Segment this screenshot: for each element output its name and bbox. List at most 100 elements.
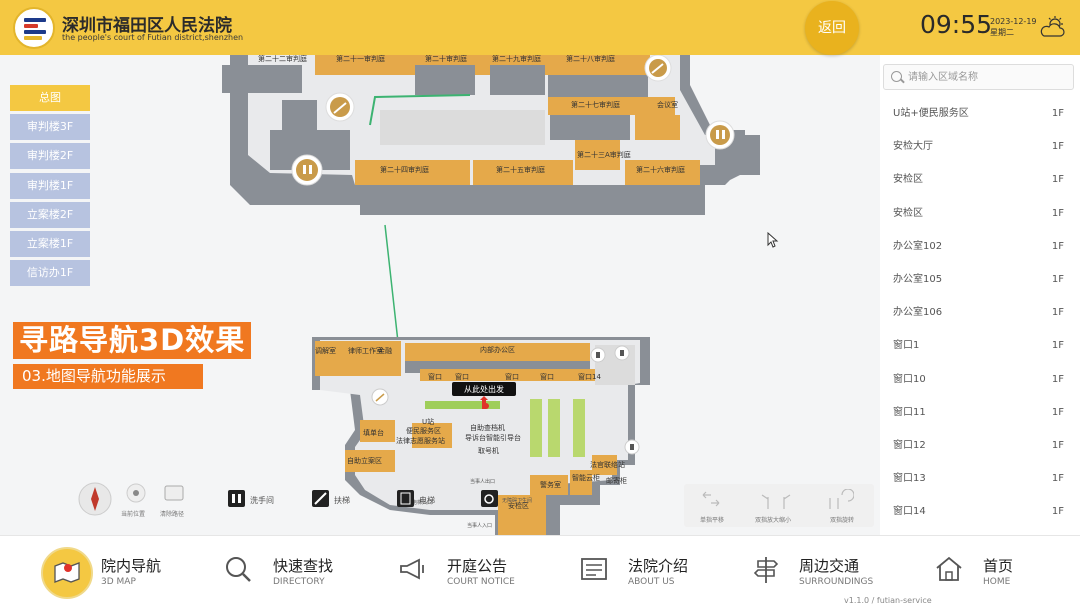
nav-subtitle: HOME	[983, 577, 1011, 587]
nav-surroundings[interactable]: 周边交通 SURROUNDINGS	[750, 536, 890, 608]
nav-about-us[interactable]: 法院介绍 ABOUT US	[578, 536, 708, 608]
nav-title: 开庭公告	[447, 557, 508, 575]
home-icon	[936, 556, 962, 581]
nav-title: 快速查找	[273, 557, 334, 575]
nav-3d-map[interactable]: 院内导航 3D MAP	[40, 536, 180, 608]
restroom-pin[interactable]	[590, 347, 606, 363]
entrance-label: 当事人入口	[467, 522, 492, 529]
nav-subtitle: ABOUT US	[628, 577, 675, 587]
nav-subtitle: DIRECTORY	[273, 577, 325, 587]
room-label: U站	[422, 417, 434, 426]
zoom-label: 双指放大缩小	[755, 517, 792, 524]
room-label: 金融	[378, 346, 392, 355]
nav-title: 周边交通	[799, 557, 860, 575]
lower-room-labels: 调解室 律师工作室 金融 内部办公区 窗口 窗口 窗口 窗口 窗口14 U站 便…	[315, 345, 627, 510]
accessible-restroom-label: 无障碍卫生间	[502, 497, 532, 504]
search-icon	[226, 557, 251, 582]
court-name: 深圳市福田区人民法院	[62, 16, 232, 36]
locate-label: 当前位置	[121, 511, 146, 518]
room-label: 自助立案区	[347, 456, 382, 465]
back-button[interactable]: 返回	[805, 1, 859, 55]
search-icon	[891, 71, 902, 82]
nav-home[interactable]: 首页 HOME	[933, 536, 1033, 608]
escalator-legend-icon	[312, 490, 329, 507]
room-label: 窗口14	[578, 372, 601, 381]
search-box[interactable]	[883, 64, 1074, 90]
start-marker[interactable]: 从此处出发	[452, 382, 516, 409]
room-label: 第二十九审判庭	[492, 55, 541, 63]
start-label: 从此处出发	[464, 384, 504, 394]
floor-item-overview[interactable]: 总图	[10, 85, 90, 111]
room-label: 第二十四审判庭	[380, 165, 429, 174]
nav-title: 院内导航	[101, 557, 162, 575]
escalator-pin[interactable]	[371, 388, 389, 406]
locate-button[interactable]	[126, 483, 146, 503]
restroom-legend-label: 洗手间	[250, 496, 274, 505]
room-label: 内部办公区	[480, 345, 515, 354]
nav-subtitle: 3D MAP	[101, 577, 136, 587]
floor-item-trial-2f[interactable]: 审判楼2F	[10, 143, 90, 170]
entrance-labels: 当事人出口 当事人入口 无障碍卫生间 电梯入口	[412, 478, 532, 529]
search-input[interactable]	[908, 68, 1068, 86]
elevator-legend-icon	[397, 490, 414, 507]
floor-item-petition-1f[interactable]: 信访办1F	[10, 260, 90, 287]
floor-map-3d[interactable]: 第二十二审判庭 第二十一审判庭 第二十审判庭 第二十九审判庭 第二十八审判庭 第…	[0, 55, 880, 535]
rotate-label: 双指旋转	[830, 517, 855, 524]
room-label: 调解室	[315, 346, 336, 355]
room-label: 窗口	[455, 372, 469, 381]
route-line-upper	[369, 94, 471, 126]
floor-item-trial-3f[interactable]: 审判楼3F	[10, 114, 90, 141]
floor-item-filing-2f[interactable]: 立案楼2F	[10, 201, 90, 228]
room-label: 第二十五审判庭	[496, 165, 545, 174]
room-label: 窗口	[428, 372, 442, 381]
room-label: 法律志愿服务站	[396, 436, 445, 445]
nav-court-notice[interactable]: 开庭公告 COURT NOTICE	[396, 536, 536, 608]
date: 2023-12-19	[990, 17, 1037, 26]
clear-path-button[interactable]	[164, 485, 184, 501]
elevator-entrance-label: 电梯入口	[412, 499, 432, 506]
room-label: 法官联络站	[590, 460, 625, 469]
date-block: 2023-12-19 星期二	[990, 16, 1037, 38]
room-label: 窗口	[505, 372, 519, 381]
floor-item-filing-1f[interactable]: 立案楼1F	[10, 230, 90, 257]
gesture-hints: 单指平移 双指放大缩小 双指旋转	[684, 484, 874, 527]
pan-label: 单指平移	[700, 517, 725, 524]
room-label: 第二十一审判庭	[336, 55, 385, 63]
clear-path-label: 清除路径	[160, 511, 185, 518]
compass-icon[interactable]	[78, 482, 112, 516]
escalator-pin[interactable]	[644, 55, 672, 82]
single-finger-pan-icon	[702, 491, 720, 507]
restroom-pin[interactable]	[624, 439, 640, 455]
rotate-icon	[829, 489, 854, 509]
nav-subtitle: SURROUNDINGS	[799, 577, 874, 587]
restroom-pin[interactable]	[291, 154, 323, 186]
nav-directory[interactable]: 快速查找 DIRECTORY	[222, 536, 352, 608]
floor-item-trial-1f[interactable]: 审判楼1F	[10, 172, 90, 199]
promo-title: 寻路导航3D效果	[13, 322, 252, 359]
elevator-legend-label: 电梯	[419, 496, 435, 505]
room-label: 第二十八审判庭	[566, 55, 615, 63]
restroom-pin[interactable]	[614, 345, 630, 361]
signpost-icon	[753, 557, 779, 583]
stairs-legend-label: 扶梯	[334, 496, 350, 505]
escalator-pin[interactable]	[325, 92, 355, 122]
restroom-pin[interactable]	[705, 120, 735, 150]
promo-subtitle: 03.地图导航功能展示	[13, 364, 203, 389]
exit-label: 当事人出口	[470, 478, 495, 485]
pinch-zoom-icon	[761, 494, 791, 509]
nav-subtitle: COURT NOTICE	[447, 577, 515, 587]
